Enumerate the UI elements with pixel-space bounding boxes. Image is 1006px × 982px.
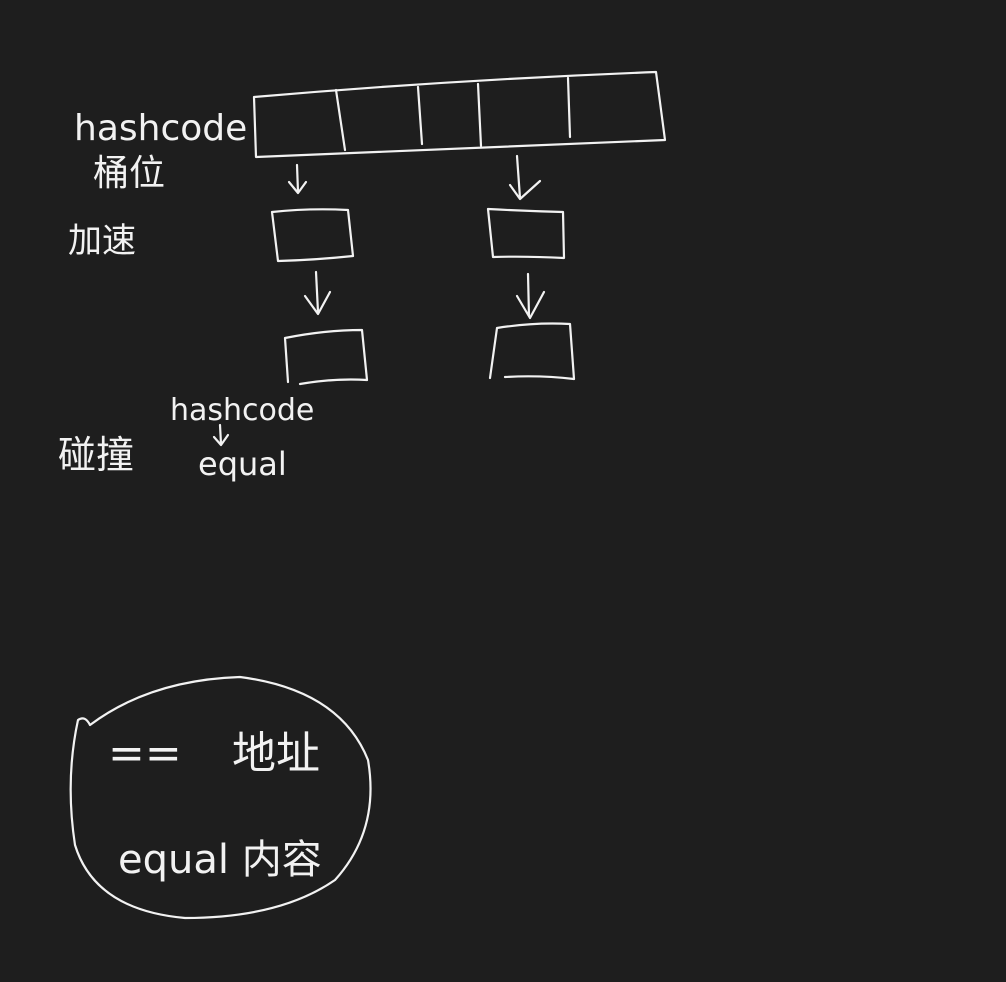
node-right-2 [488,322,576,381]
arrow-left-2 [303,270,332,316]
node-right-1 [486,207,566,260]
note-circle [69,675,372,920]
arrow-hashcode-to-equal [212,423,230,447]
arrow-right-1 [508,154,542,201]
label-bucket: 桶位 [93,153,165,194]
node-left-2 [283,328,369,386]
note-equals-symbol: == [108,728,182,779]
bucket-divider [334,88,347,152]
label-hashcode-top: hashcode [74,108,247,149]
bucket-array [252,70,667,159]
label-collision: 碰撞 [58,433,134,477]
node-left-1 [270,208,355,263]
label-hashcode-bottom: hashcode [170,393,314,428]
label-jiasu: 加速 [68,221,136,261]
arrow-left-1 [287,163,308,195]
bucket-divider [566,76,572,139]
label-equal-bottom: equal [198,445,287,483]
bucket-divider [416,85,424,146]
arrow-right-2 [515,272,546,320]
bucket-divider [476,82,483,148]
note-address: 地址 [232,728,320,779]
note-equal-content: equal 内容 [118,837,322,883]
